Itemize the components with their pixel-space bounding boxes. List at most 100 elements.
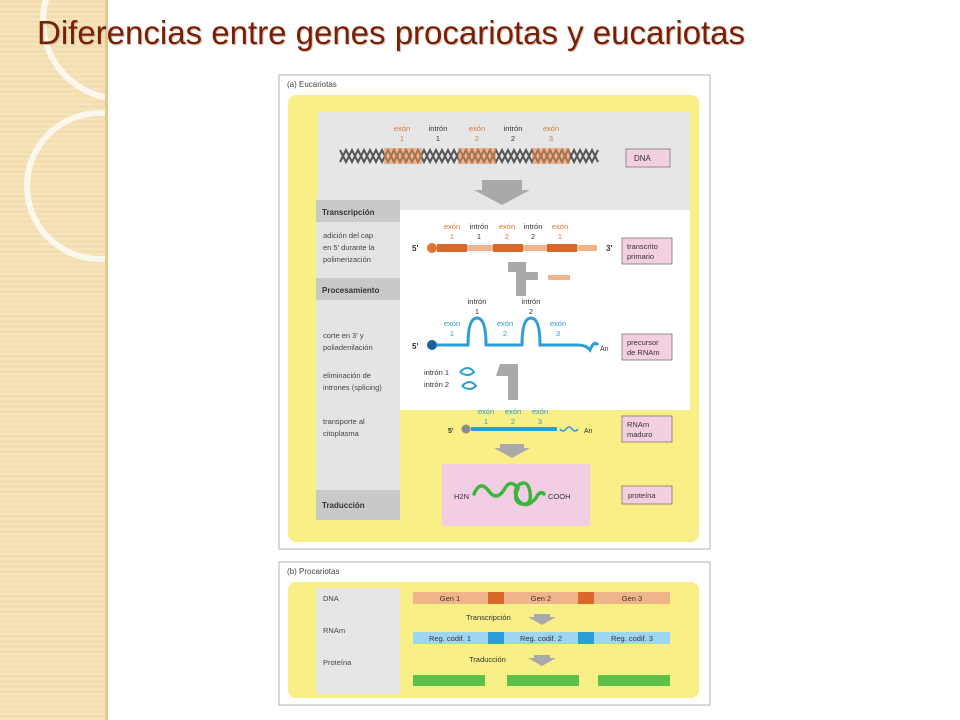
precursor-exon-2-num: 2 bbox=[503, 329, 507, 338]
gene-bar bbox=[413, 592, 670, 604]
mature-poly-a: An bbox=[584, 428, 593, 435]
primary-label-exon-3: exón bbox=[552, 222, 568, 231]
translation-arrow bbox=[494, 444, 530, 458]
mature-exon-3: exón bbox=[532, 407, 548, 416]
region-2-label: Reg. codif. 2 bbox=[520, 634, 562, 643]
panel-b-translation: Traducción bbox=[469, 655, 506, 664]
panel-b-translation-arrow bbox=[528, 655, 556, 666]
primary-cap bbox=[427, 243, 437, 253]
protein-chain bbox=[472, 481, 546, 507]
row-label-dna: DNA bbox=[323, 594, 339, 603]
dna-label-exon-3-num: 3 bbox=[549, 134, 553, 143]
mature-rna-bar bbox=[471, 427, 557, 431]
dna-label-intron-2: intrón bbox=[504, 124, 523, 133]
dna-helix bbox=[339, 147, 599, 165]
mature-exon-3-num: 3 bbox=[538, 417, 542, 426]
primary-transcript-labels: exón 1 intrón 1 exón 2 intrón 2 exón 1 bbox=[444, 222, 568, 241]
panel-b-header: (b) Procariotas bbox=[287, 567, 339, 576]
protein-block-1 bbox=[413, 675, 485, 686]
row-label-rnam: RNAm bbox=[323, 626, 345, 635]
protein-n-terminus: H2N bbox=[454, 492, 469, 501]
slide-title: Diferencias entre genes procariotas y eu… bbox=[37, 14, 746, 51]
transcription-note-line-2: en 5' durante la bbox=[323, 243, 375, 252]
translation-header: Traducción bbox=[322, 501, 365, 510]
panel-a-header: (a) Eucariotas bbox=[287, 80, 337, 89]
cut-fragment bbox=[548, 275, 570, 280]
transcription-note-line-3: polimerización bbox=[323, 255, 371, 264]
region-bar bbox=[413, 632, 670, 644]
protein-tag: proteína bbox=[628, 491, 656, 500]
transcription-header: Transcripción bbox=[322, 208, 375, 217]
translation-header-box bbox=[316, 490, 400, 520]
panel-b-transcription: Transcripción bbox=[466, 613, 511, 622]
precursor-poly-a: An bbox=[600, 346, 609, 353]
primary-label-intron-1: intrón bbox=[470, 222, 489, 231]
sidebar-edge bbox=[105, 0, 108, 720]
transport-note-line-2: citoplasma bbox=[323, 429, 360, 438]
protein-c-terminus: COOH bbox=[548, 492, 571, 501]
loop-label-intron-1: intrón bbox=[468, 297, 487, 306]
dna-gene-labels: exón 1 intrón 1 exón 2 intrón 2 exón 3 bbox=[394, 124, 559, 143]
row-label-proteina: Proteína bbox=[323, 658, 352, 667]
primary-label-exon-2: exón bbox=[499, 222, 515, 231]
mature-exon-1-num: 1 bbox=[484, 417, 488, 426]
loop-label-intron-1-num: 1 bbox=[475, 307, 479, 316]
precursor-exon-3-num: 3 bbox=[556, 329, 560, 338]
transcription-note-line-1: adición del cap bbox=[323, 231, 373, 240]
primary-label-exon-1-num: 1 bbox=[450, 232, 454, 241]
dna-exon-3-band bbox=[532, 148, 570, 164]
dna-label-exon-1-num: 1 bbox=[400, 134, 404, 143]
region-3-label: Reg. codif. 3 bbox=[611, 634, 653, 643]
region-spacer-2 bbox=[578, 632, 594, 644]
precursor-tag-box bbox=[621, 333, 673, 361]
gene-spacer-1 bbox=[488, 592, 504, 604]
processing-header-box bbox=[316, 278, 400, 300]
gene-structure-figure: (a) Eucariotas Transcripción adición del… bbox=[278, 74, 711, 706]
primary-label-exon-3-num: 1 bbox=[558, 232, 562, 241]
precursor-cap bbox=[427, 340, 437, 350]
primary-label-intron-2-num: 2 bbox=[531, 232, 535, 241]
loop-label-intron-2: intrón bbox=[522, 297, 541, 306]
cut-note-line-1: corte en 3' y bbox=[323, 331, 364, 340]
cut-note-line-2: poliadenilación bbox=[323, 343, 373, 352]
region-spacer-1 bbox=[488, 632, 504, 644]
dna-label-exon-2-num: 2 bbox=[475, 134, 479, 143]
precursor-exon-2: exón bbox=[497, 319, 513, 328]
protein-block-2 bbox=[507, 675, 579, 686]
processing-header: Procesamiento bbox=[322, 286, 379, 295]
mature-tag-line-1: RNAm bbox=[627, 420, 649, 429]
primary-tag-line-1: transcrito bbox=[627, 242, 658, 251]
precursor-exon-1-num: 1 bbox=[450, 329, 454, 338]
gene-spacer-2 bbox=[578, 592, 594, 604]
removed-intron-2: intrón 2 bbox=[424, 380, 449, 389]
splice-arrow bbox=[496, 364, 518, 400]
primary-tag-box bbox=[621, 237, 673, 265]
primary-label-exon-1: exón bbox=[444, 222, 460, 231]
removed-intron-1: intrón 1 bbox=[424, 368, 449, 377]
mature-exon-2-num: 2 bbox=[511, 417, 515, 426]
cut-arrow bbox=[508, 262, 538, 296]
dna-label-intron-1-num: 1 bbox=[436, 134, 440, 143]
mature-exon-1: exón bbox=[478, 407, 494, 416]
dna-label-intron-2-num: 2 bbox=[511, 134, 515, 143]
splicing-note-line-2: intrones (splicing) bbox=[323, 383, 382, 392]
loop-label-intron-2-num: 2 bbox=[529, 307, 533, 316]
primary-label-exon-2-num: 2 bbox=[505, 232, 509, 241]
primary-three-prime: 3' bbox=[606, 244, 612, 253]
dna-label-exon-1: exón bbox=[394, 124, 410, 133]
precursor-tag-line-1: precursor bbox=[627, 338, 659, 347]
gene-1-label: Gen 1 bbox=[440, 594, 460, 603]
dna-label-exon-2: exón bbox=[469, 124, 485, 133]
dna-tag: DNA bbox=[634, 154, 652, 163]
primary-label-intron-2: intrón bbox=[524, 222, 543, 231]
precursor-exon-1: exón bbox=[444, 319, 460, 328]
gene-3-label: Gen 3 bbox=[622, 594, 642, 603]
precursor-five-prime: 5' bbox=[412, 342, 418, 351]
panel-b-transcription-arrow bbox=[528, 614, 556, 625]
primary-exon-2-seg bbox=[493, 244, 523, 252]
transcription-arrow bbox=[474, 180, 530, 205]
primary-label-intron-1-num: 1 bbox=[477, 232, 481, 241]
mature-cap bbox=[461, 424, 471, 434]
primary-tag-line-2: primario bbox=[627, 252, 654, 261]
decorative-ring bbox=[24, 110, 176, 262]
